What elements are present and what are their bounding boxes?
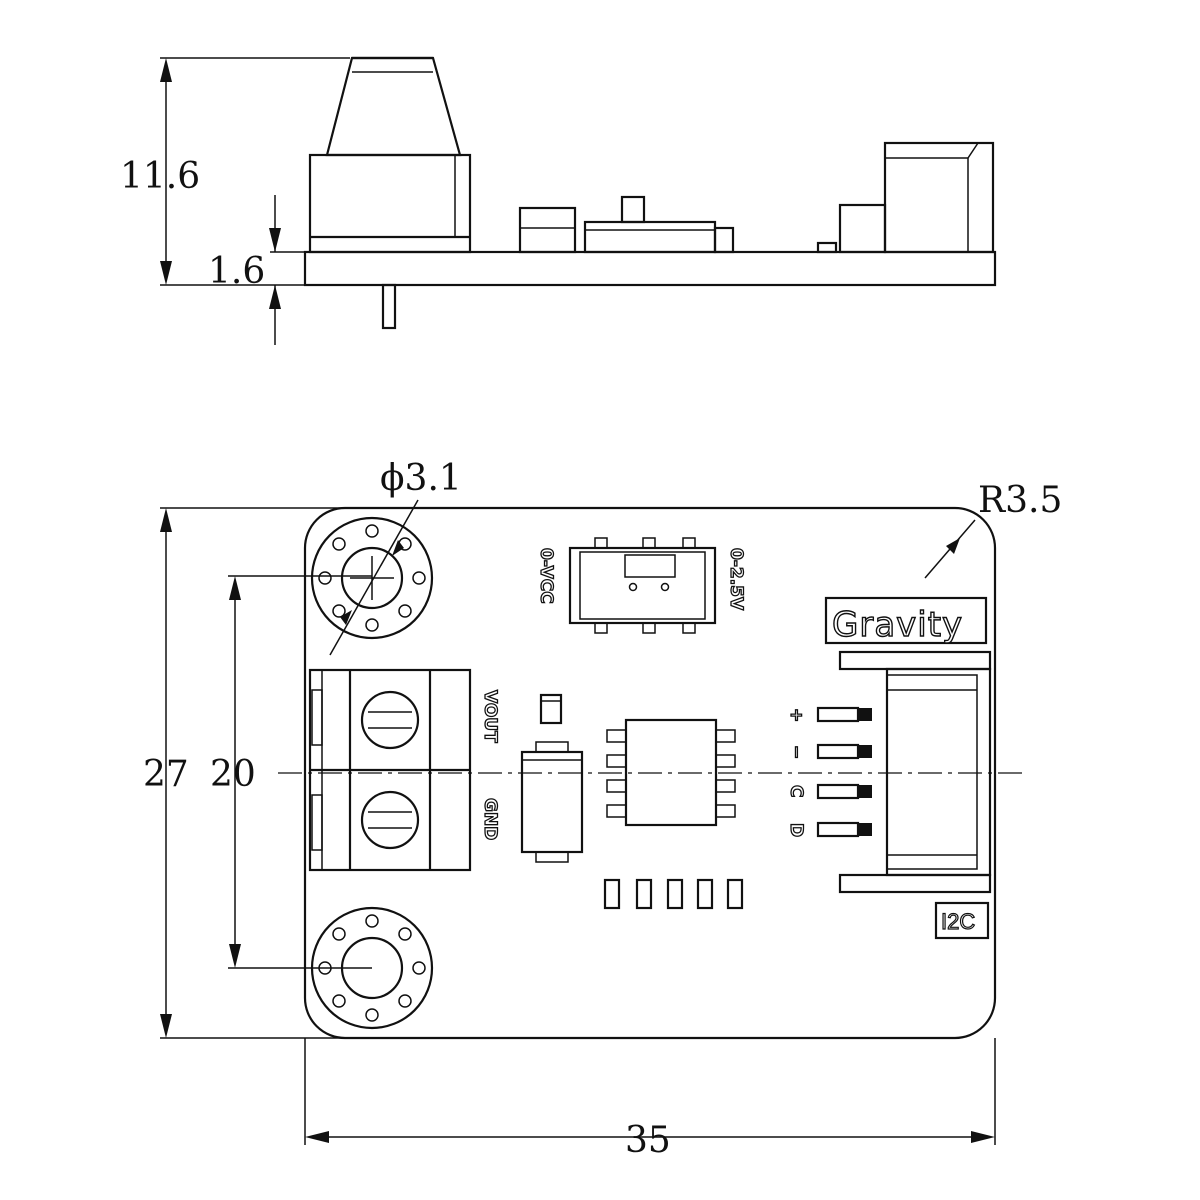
i2c-box — [934, 901, 990, 940]
dim-hole-diameter: ϕ3.1 — [380, 458, 462, 499]
label-vout: VOUT — [480, 690, 500, 743]
board-outline — [303, 506, 997, 1040]
side-connector — [883, 141, 995, 254]
side-pcb — [303, 250, 997, 287]
slide-switch — [568, 537, 717, 634]
brand-label: Gravity — [832, 605, 963, 645]
side-pin — [381, 283, 397, 330]
side-switch — [583, 220, 717, 254]
pin-label-minus: − — [786, 745, 806, 759]
dim-total-height: 11.6 — [120, 156, 200, 197]
terminal-screw-vout — [360, 690, 420, 750]
dim-corner-radius: R3.5 — [978, 480, 1062, 521]
ic-chip — [606, 718, 736, 827]
terminal-block — [308, 668, 472, 872]
gravity-box — [824, 596, 988, 645]
dim-hole-spacing: 20 — [210, 754, 256, 795]
diode — [520, 741, 584, 863]
resistor-top — [539, 693, 563, 725]
dim-board-thickness: 1.6 — [208, 251, 265, 292]
i2c-connector — [816, 650, 992, 894]
side-switch-knob — [620, 195, 646, 224]
pin-label-plus: + — [786, 708, 806, 722]
label-switch-vcc: 0-VCC — [536, 548, 556, 604]
side-component-1 — [518, 206, 577, 254]
label-switch-25v: 0-2.5V — [726, 548, 746, 611]
dim-board-width: 35 — [625, 1120, 671, 1161]
terminal-screw-gnd — [360, 790, 420, 850]
side-view: 11.6 1.6 — [120, 56, 997, 345]
pin-label-d: D — [786, 823, 806, 837]
resistor-row — [603, 878, 744, 910]
interface-label: I2C — [941, 909, 975, 934]
label-gnd: GND — [480, 798, 500, 840]
mounting-hole-top — [310, 516, 434, 640]
dim-board-height: 27 — [143, 754, 189, 795]
side-connector-small — [838, 203, 887, 254]
top-view: ϕ3.1 R3.5 VOUT GND — [143, 458, 1062, 1161]
pin-label-c: C — [786, 785, 806, 797]
